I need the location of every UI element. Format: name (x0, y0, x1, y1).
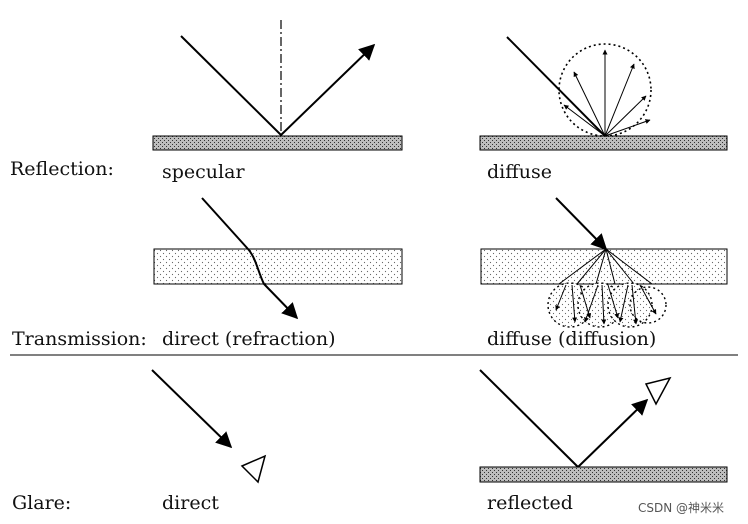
incident-ray (506, 36, 605, 136)
row-label-glare: Glare: (12, 492, 71, 514)
refracted-ray (201, 197, 299, 320)
caption-diffuse-diffusion: diffuse (diffusion) (487, 328, 656, 350)
incident-ray (555, 197, 608, 251)
diffuse-transmission-figure (480, 197, 728, 328)
reflective-surface (152, 135, 403, 151)
diffuse-lobe-outline (558, 43, 652, 137)
reflected-ray (280, 43, 376, 136)
reflected-glare-figure (479, 369, 728, 483)
spreading-rays (558, 248, 653, 285)
direct-glare-figure (151, 369, 267, 484)
transparent-medium (153, 248, 403, 285)
diffusion-lobes (547, 282, 667, 328)
scattered-rays (563, 49, 651, 137)
row-label-reflection: Reflection: (10, 158, 114, 180)
caption-direct-refraction: direct (refraction) (162, 328, 336, 350)
eye-icon (240, 454, 267, 484)
reflective-surface (479, 466, 728, 483)
reflected-ray (577, 398, 649, 468)
incident-ray (180, 35, 282, 136)
caption-direct-glare: direct (162, 492, 219, 514)
direct-light-ray (151, 369, 233, 449)
eye-icon (644, 376, 672, 406)
diffuse-reflection-figure (479, 36, 728, 151)
incident-ray (479, 369, 579, 468)
specular-reflection-figure (152, 20, 403, 151)
caption-reflected-glare: reflected (487, 492, 573, 514)
direct-transmission-figure (153, 197, 403, 320)
caption-specular: specular (162, 161, 245, 183)
reflective-surface (479, 135, 728, 151)
diffused-rays (555, 284, 657, 325)
caption-diffuse: diffuse (487, 161, 552, 183)
row-label-transmission: Transmission: (12, 328, 147, 350)
watermark: CSDN @神米米 (638, 501, 724, 515)
